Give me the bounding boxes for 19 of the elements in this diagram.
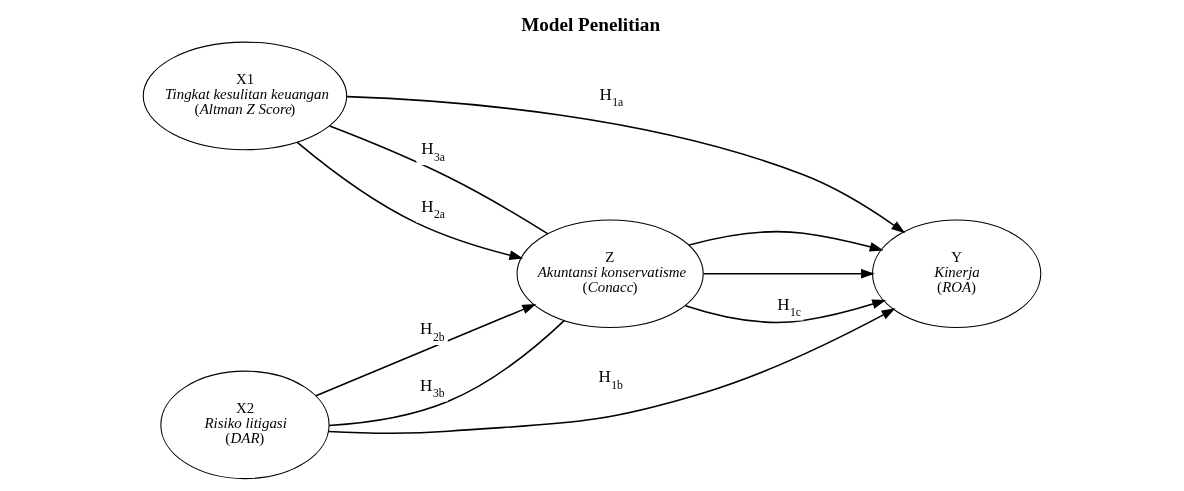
- node-ellipse: Z Akuntansi konservatisme (Conacc): [516, 219, 704, 328]
- arrow: [688, 230, 884, 252]
- arrow: [684, 299, 887, 324]
- arrow: [315, 304, 537, 397]
- arrow: [346, 95, 906, 234]
- arrow: [702, 268, 875, 279]
- connector: [329, 125, 549, 235]
- node-ellipse: X2 Risiko litigasi (DAR): [160, 370, 330, 480]
- edge-label: H$_{3a}$: [421, 139, 446, 164]
- edge-label: H$_{1b}$: [598, 367, 623, 392]
- edge-label: H$_{2a}$: [421, 196, 446, 222]
- edge-label: H$_{1a}$: [599, 84, 624, 110]
- edge-label: H$_{1c}$: [777, 294, 802, 320]
- arrow: [296, 141, 524, 260]
- diagram-title: Model Penelitian: [521, 13, 661, 35]
- arrow: [327, 308, 896, 434]
- node-ellipse: X1 Tingkat kesulitan keuangan (Altman Z Score): [142, 41, 348, 151]
- edge-label: H$_{3b}$: [420, 375, 445, 401]
- edge-label: H$_{2b}$: [420, 319, 445, 344]
